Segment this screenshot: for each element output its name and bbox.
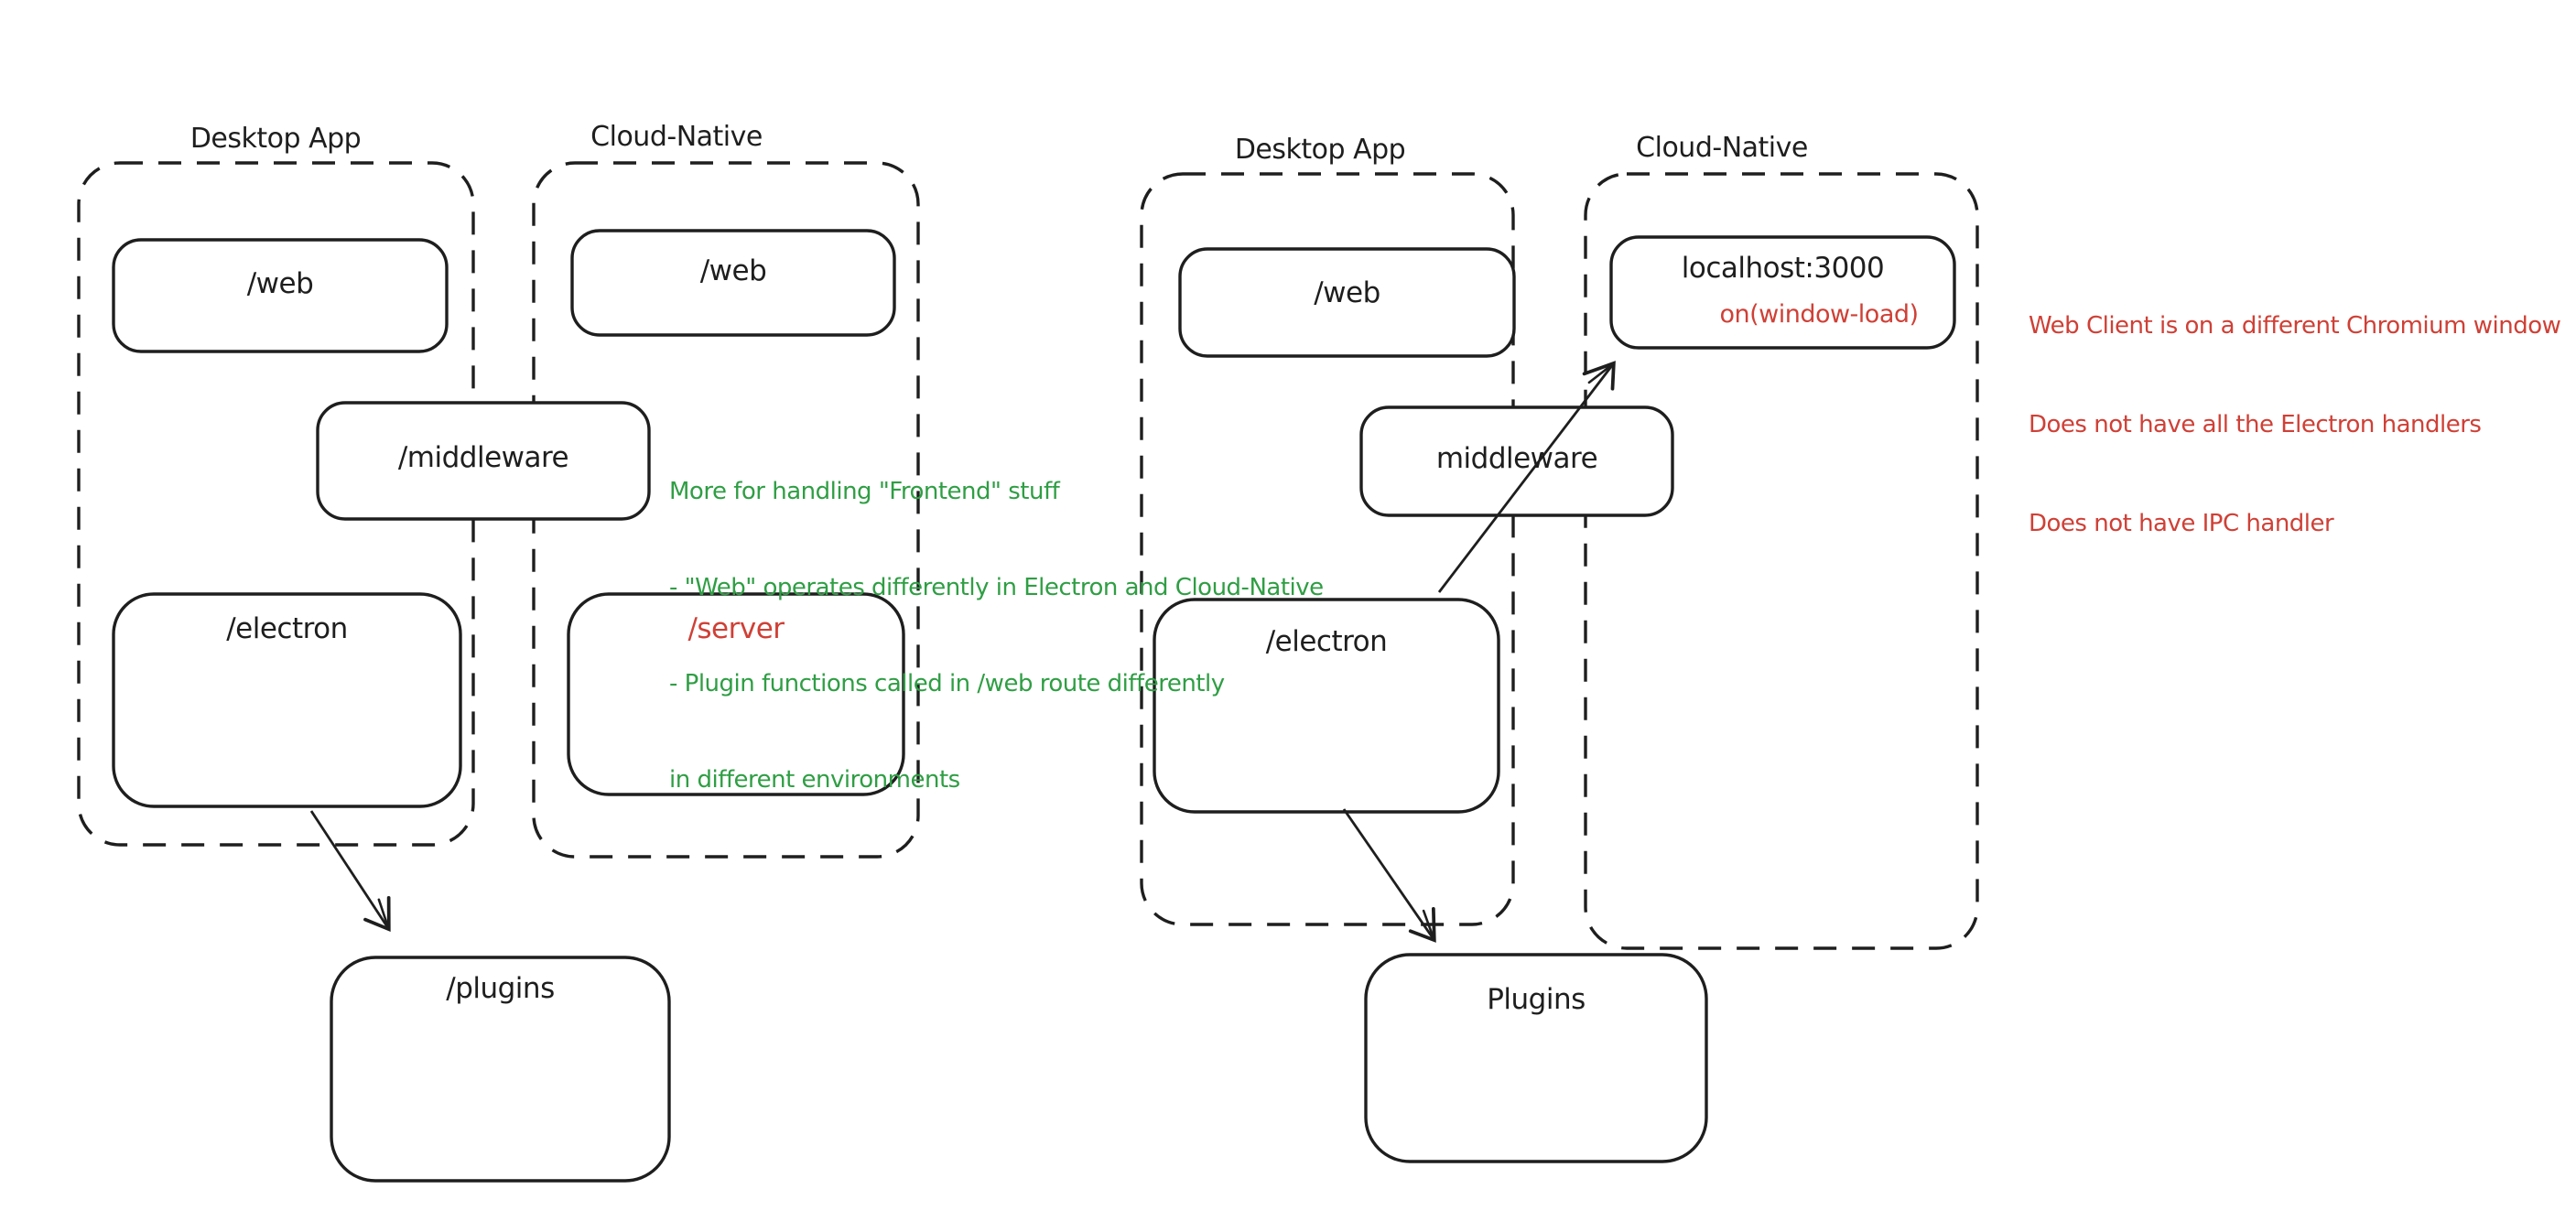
red-note: Web Client is on a different Chromium wi… [2029,243,2561,606]
box-right-plugins [1364,953,1708,1163]
box-right-electron [1153,598,1500,814]
left-desktop-app-title: Desktop App [189,123,362,155]
left-cloud-native-title: Cloud-Native [590,121,763,153]
right-plugins-label: Plugins [1487,983,1586,1016]
right-localhost-on-window-load-label: on(window-load) [1719,300,1919,329]
box-right-middleware [1359,405,1674,517]
green-note-line-2: - "Web" operates differently in Electron… [669,574,1324,601]
arrow-right-electron-to-localhost [1437,361,1616,593]
right-localhost-label: localhost:3000 [1681,252,1885,285]
left-server-label: /server [687,612,785,645]
box-left-plugins [330,956,671,1183]
right-cloud-native-title: Cloud-Native [1636,132,1808,164]
box-left-electron [112,592,462,808]
right-web-label: /web [1314,276,1380,309]
right-middleware-label: middleware [1435,442,1598,475]
box-left-middleware [316,401,651,521]
green-note: More for handling "Frontend" stuff - "We… [669,412,1324,860]
box-left-server [567,592,905,796]
container-right-desktop-app [1140,172,1515,926]
container-right-cloud-native [1584,172,1979,950]
container-left-desktop-app [77,161,475,847]
red-note-line-2: Does not have all the Electron handlers [2029,411,2482,438]
right-electron-label: /electron [1265,625,1388,658]
container-left-cloud-native [532,161,920,859]
box-right-localhost [1609,235,1956,350]
right-desktop-app-title: Desktop App [1234,134,1406,166]
left-electron-label: /electron [226,612,348,645]
box-left-web-cloud [570,229,896,337]
green-note-line-1: More for handling "Frontend" stuff [669,478,1060,505]
left-web-cloud-label: /web [699,254,767,287]
box-left-web-desktop [112,238,449,353]
arrow-right-electron-to-plugins [1342,808,1436,943]
green-note-line-4: in different environments [669,766,960,794]
left-middleware-label: /middleware [397,441,569,474]
arrow-left-electron-to-plugins [309,810,391,932]
red-note-line-3: Does not have IPC handler [2029,510,2334,537]
red-note-line-1: Web Client is on a different Chromium wi… [2029,312,2561,340]
left-web-desktop-label: /web [246,267,314,300]
left-plugins-label: /plugins [446,972,555,1005]
green-note-line-3: - Plugin functions called in /web route … [669,670,1225,697]
box-right-web [1178,247,1516,358]
